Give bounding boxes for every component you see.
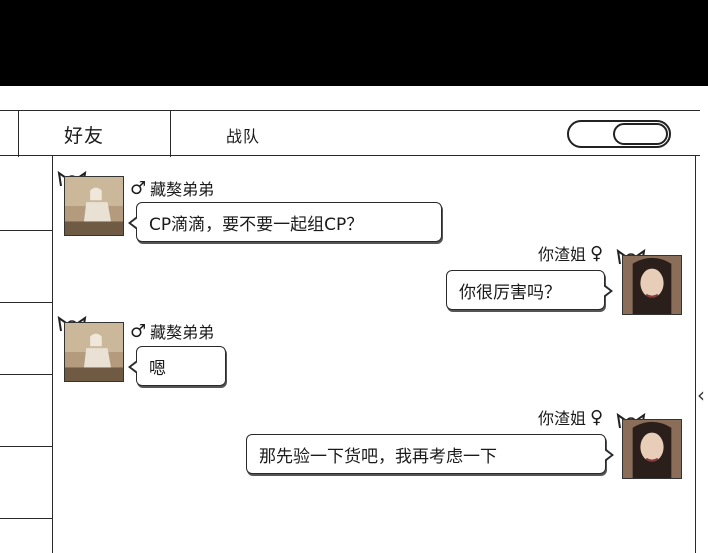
tab-divider (170, 111, 171, 157)
sender-name: ♂ 藏獒弟弟 (130, 319, 214, 343)
sender-label: 藏獒弟弟 (150, 323, 215, 342)
sender-label: 你渣姐 (538, 245, 587, 264)
chat-bubble[interactable]: 那先验一下货吧，我再考虑一下 (246, 434, 614, 474)
male-icon: ♂ (130, 177, 147, 199)
left-list-divider (0, 230, 52, 231)
avatar-female[interactable] (622, 255, 682, 315)
chat-bubble[interactable]: 嗯 (128, 346, 226, 386)
left-list-divider (0, 518, 52, 519)
left-list-divider (0, 374, 52, 375)
sender-label: 藏獒弟弟 (150, 180, 215, 199)
tab-divider (18, 111, 19, 157)
sender-label: 你渣姐 (538, 409, 587, 428)
tab-bar: 好友 战队 (0, 110, 700, 157)
left-list-column (0, 110, 52, 553)
left-list-divider (0, 302, 52, 303)
toggle-knob (613, 123, 668, 145)
chat-panel (52, 156, 696, 553)
sender-name: 你渣姐 ♀ (538, 241, 603, 265)
avatar-female[interactable] (622, 419, 682, 479)
sender-name: 你渣姐 ♀ (538, 405, 603, 429)
female-icon: ♀ (590, 406, 604, 428)
top-black-bar (0, 0, 708, 86)
left-list-divider (0, 446, 52, 447)
chat-bubble[interactable]: CP滴滴，要不要一起组CP？ (128, 202, 442, 242)
avatar-male[interactable] (64, 322, 124, 382)
toggle-switch[interactable] (567, 120, 671, 148)
chat-bubble[interactable]: 你很厉害吗？ (446, 270, 613, 310)
male-icon: ♂ (130, 320, 147, 342)
tab-friends[interactable]: 好友 (64, 125, 105, 147)
tab-team[interactable]: 战队 (226, 127, 261, 146)
avatar-male[interactable] (64, 176, 124, 236)
collapse-handle-icon[interactable]: ‹ (697, 383, 705, 407)
sender-name: ♂ 藏獒弟弟 (130, 176, 214, 200)
female-icon: ♀ (590, 242, 604, 264)
